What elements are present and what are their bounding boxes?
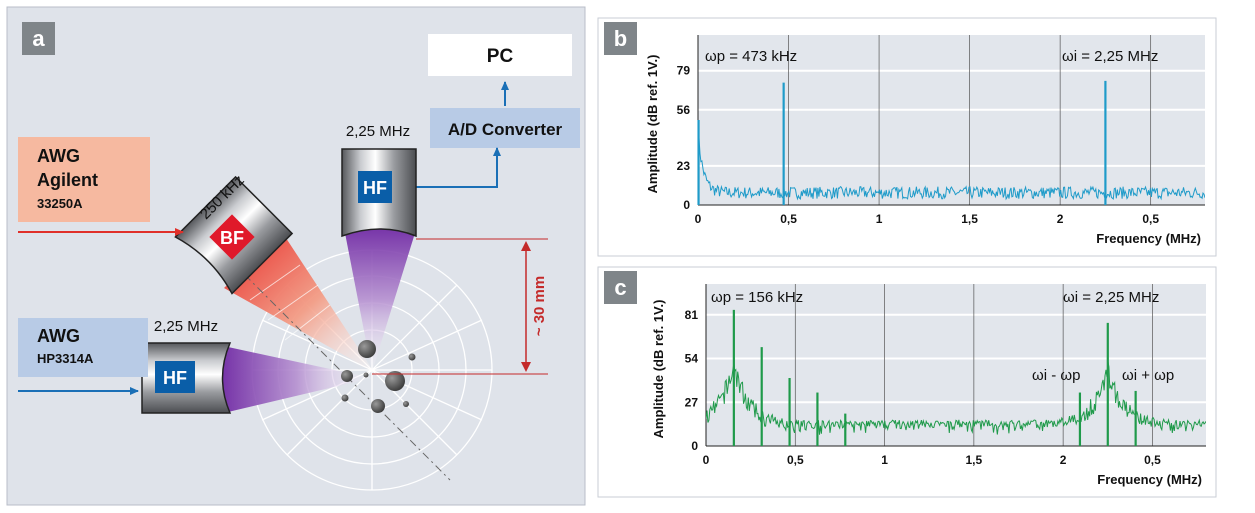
- pc-label: PC: [487, 46, 514, 67]
- annotation-difference: ωi - ωp: [1032, 367, 1080, 384]
- left-hf-beam: [221, 347, 372, 412]
- x-axis-label: Frequency (MHz): [1097, 472, 1202, 487]
- awg-hp-box: [18, 318, 148, 377]
- top-hf-beam: [345, 226, 415, 372]
- panel-c-letter: c: [614, 275, 626, 300]
- spectrum-trace: [698, 136, 1205, 201]
- bf-beam: [224, 232, 374, 372]
- annotation-omega-p: ωp = 156 kHz: [711, 289, 803, 306]
- y-tick-label: 0: [691, 439, 698, 453]
- bf-transducer: BF: [174, 175, 294, 295]
- adc-box: [430, 108, 580, 148]
- awg-agilent-line1: AWG: [37, 146, 80, 166]
- awg-hp-line1: AWG: [37, 326, 80, 346]
- annotation-omega-i: ωi = 2,25 MHz: [1062, 48, 1158, 65]
- top-hf-transducer: HF: [341, 148, 417, 238]
- x-tick-label: 1: [881, 453, 888, 467]
- x-axis-label: Frequency (MHz): [1096, 231, 1201, 246]
- adc-label: A/D Converter: [448, 120, 563, 139]
- annotation-sum: ωi + ωp: [1122, 367, 1174, 384]
- panel-c-letter-box: [604, 271, 637, 304]
- left-hf-badge: [155, 361, 195, 393]
- top-hf-frequency: 2,25 MHz: [346, 123, 410, 140]
- x-tick-label: 0,5: [787, 453, 804, 467]
- chart-b-plot-area: [698, 35, 1205, 205]
- y-tick-label: 23: [677, 159, 691, 173]
- panel-b-letter-box: [604, 22, 637, 55]
- bf-axis-line: [231, 261, 451, 481]
- x-tick-label: 0: [703, 453, 710, 467]
- left-hf-frequency: 2,25 MHz: [154, 318, 218, 335]
- top-hf-label: HF: [363, 178, 387, 198]
- distance-marker: [372, 238, 548, 375]
- x-tick-label: 0,5: [1144, 453, 1161, 467]
- y-tick-label: 79: [677, 64, 691, 78]
- left-hf-transducer: HF: [141, 342, 232, 414]
- panel-b-letter: b: [614, 26, 627, 51]
- y-tick-label: 81: [685, 308, 699, 322]
- y-axis-label: Amplitude (dB ref. 1V.): [651, 300, 666, 439]
- panel-a-letter-box: [22, 22, 55, 55]
- awg-agilent-box: [18, 137, 150, 222]
- x-tick-label: 0,5: [780, 212, 797, 226]
- panel-a-letter: a: [32, 26, 45, 51]
- y-tick-label: 54: [685, 352, 699, 366]
- bf-label: BF: [220, 228, 244, 248]
- awg-agilent-line3: 33250A: [37, 196, 83, 211]
- annotation-omega-p: ωp = 473 kHz: [705, 48, 797, 65]
- x-tick-label: 1,5: [966, 453, 983, 467]
- y-tick-label: 27: [685, 395, 699, 409]
- panel-a: a PC A/D Converter: [6, 6, 586, 506]
- top-hf-badge: [358, 171, 392, 203]
- x-tick-label: 2: [1060, 453, 1067, 467]
- annotation-omega-i: ωi = 2,25 MHz: [1063, 289, 1159, 306]
- awg-hp-line2: HP3314A: [37, 351, 94, 366]
- hf-to-adc-arrow: [414, 147, 501, 188]
- x-tick-label: 1,5: [961, 212, 978, 226]
- y-tick-label: 56: [677, 103, 691, 117]
- pc-box: [428, 34, 572, 76]
- y-tick-label: 0: [683, 198, 690, 212]
- x-tick-label: 2: [1057, 212, 1064, 226]
- awg-agilent-line2: Agilent: [37, 170, 98, 190]
- scatterers: [341, 340, 416, 413]
- x-tick-label: 1: [876, 212, 883, 226]
- y-axis-label: Amplitude (dB ref. 1V.): [645, 55, 660, 194]
- x-tick-label: 0,5: [1142, 212, 1159, 226]
- bf-beam-lines: [249, 264, 331, 341]
- x-tick-label: 0: [695, 212, 702, 226]
- left-hf-label: HF: [163, 368, 187, 388]
- distance-label: ~ 30 mm: [531, 276, 548, 336]
